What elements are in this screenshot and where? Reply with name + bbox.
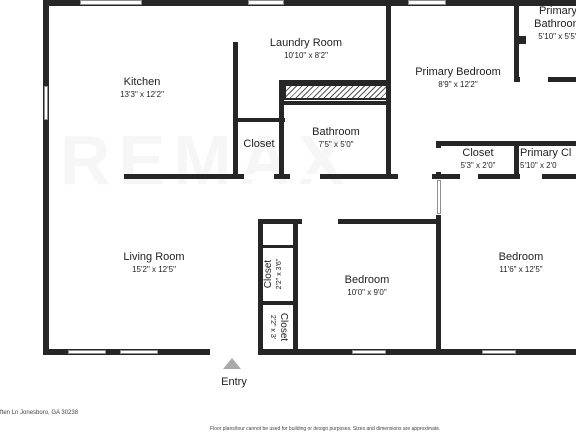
door-opening (520, 174, 542, 179)
room-closet: Closet (238, 138, 280, 151)
room-bedroom-right: Bedroom 11'6" x 12'5" (476, 251, 566, 275)
footer-disclaimer: Floor plans/tour cannot be used for buil… (210, 426, 441, 432)
exterior-wall-top (43, 0, 576, 6)
wall-primary-bath-left (514, 0, 519, 80)
room-closet-hall-lower: Closet 2'2" x 3' (263, 304, 289, 350)
exterior-wall-bottom (43, 349, 576, 355)
entry-door-opening (210, 349, 258, 355)
room-name: Bathroom (534, 18, 576, 30)
room-dimensions: 5'10" x 2'0 (520, 161, 557, 170)
room-primary-bedroom: Primary Bedroom 8'9" x 12'2" (404, 66, 512, 90)
room-name: Primary Bedroom (415, 66, 501, 78)
room-dimensions: 7'5" x 5'0" (318, 140, 354, 149)
room-primary-bathroom: Primary Bathroom 5'10" x 5'5" (528, 5, 576, 42)
entry-arrow-icon (223, 358, 241, 369)
window (437, 180, 441, 214)
room-dimensions: 10'10" x 8'2" (284, 51, 328, 60)
room-dimensions: 13'3" x 12'2" (120, 90, 164, 99)
room-dimensions: 15'2" x 12'5" (132, 265, 176, 274)
room-kitchen: Kitchen 13'3" x 12'2" (100, 76, 184, 100)
footer-address: ften Ln Jonesboro, GA 30238 (0, 410, 79, 416)
hallway-wall (124, 174, 576, 179)
window (44, 86, 48, 120)
entry-label: Entry (221, 376, 247, 388)
room-name: Bathroom (312, 126, 360, 138)
window (352, 350, 386, 354)
wall-closet-shelf (263, 245, 293, 248)
wall-closets-bedroom (293, 219, 298, 351)
room-closet-primary: Closet 5'3" x 2'0" (448, 147, 508, 171)
wall-closet-divider (514, 141, 519, 178)
wall-closet-top (233, 118, 285, 122)
room-name: Closet (263, 259, 274, 289)
door-opening (290, 174, 320, 179)
bath-fixture (519, 36, 526, 44)
room-dimensions: 10'0" x 9'0" (347, 288, 387, 297)
room-name: Closet (462, 147, 494, 159)
room-primary-closet: Primary Cl 5'10" x 2'0 (520, 147, 576, 171)
room-name: Living Room (123, 251, 185, 263)
room-dimensions: 8'9" x 12'2" (438, 80, 478, 89)
room-name: Closet (278, 312, 289, 342)
room-name: Primary Cl (520, 147, 572, 159)
room-name: Primary (539, 5, 576, 17)
room-name: Laundry Room (269, 37, 343, 49)
wall-closets-top (436, 141, 576, 146)
window (482, 350, 516, 354)
wall-bedroom-middle-top (258, 219, 439, 224)
room-name: Kitchen (123, 76, 161, 88)
door-opening (436, 148, 441, 172)
window (408, 0, 446, 5)
wall-living-closets (258, 219, 263, 351)
room-closet-hall-upper: Closet 2'2" x 3'6" (263, 244, 289, 304)
wall-laundry-bottom (279, 80, 391, 85)
exterior-wall-left (43, 0, 49, 355)
room-dimensions: 11'6" x 12'5" (499, 265, 543, 274)
door-opening (302, 219, 338, 224)
window (80, 0, 142, 5)
laundry-counter (284, 84, 388, 100)
room-name: Bedroom (498, 251, 544, 263)
door-opening (460, 174, 478, 179)
room-dimensions: 2'2" x 3'6" (276, 258, 283, 290)
room-dimensions: 2'2" x 3' (269, 314, 276, 340)
room-living-room: Living Room 15'2" x 12'5" (104, 251, 204, 275)
window (120, 350, 158, 354)
wall-bedroom-right-left (436, 215, 441, 355)
wall-closet-divider-lower (258, 301, 298, 305)
door-opening (244, 174, 274, 179)
wall-laundry-primary (386, 0, 391, 178)
room-bedroom-middle: Bedroom 10'0" x 9'0" (322, 274, 412, 298)
window (248, 0, 284, 5)
window (68, 350, 106, 354)
wall-kitchen-laundry (233, 42, 238, 178)
wall-bath-top (283, 101, 389, 105)
room-dimensions: 5'3" x 2'0" (460, 161, 496, 170)
room-bathroom: Bathroom 7'5" x 5'0" (300, 126, 372, 150)
door-opening (398, 174, 432, 179)
room-laundry: Laundry Room 10'10" x 8'2" (262, 37, 350, 61)
wall-closet-bath (279, 80, 284, 178)
door-opening (520, 77, 548, 82)
room-name: Closet (243, 138, 275, 150)
room-dimensions: 5'10" x 5'5" (538, 32, 576, 41)
room-name: Bedroom (344, 274, 390, 286)
